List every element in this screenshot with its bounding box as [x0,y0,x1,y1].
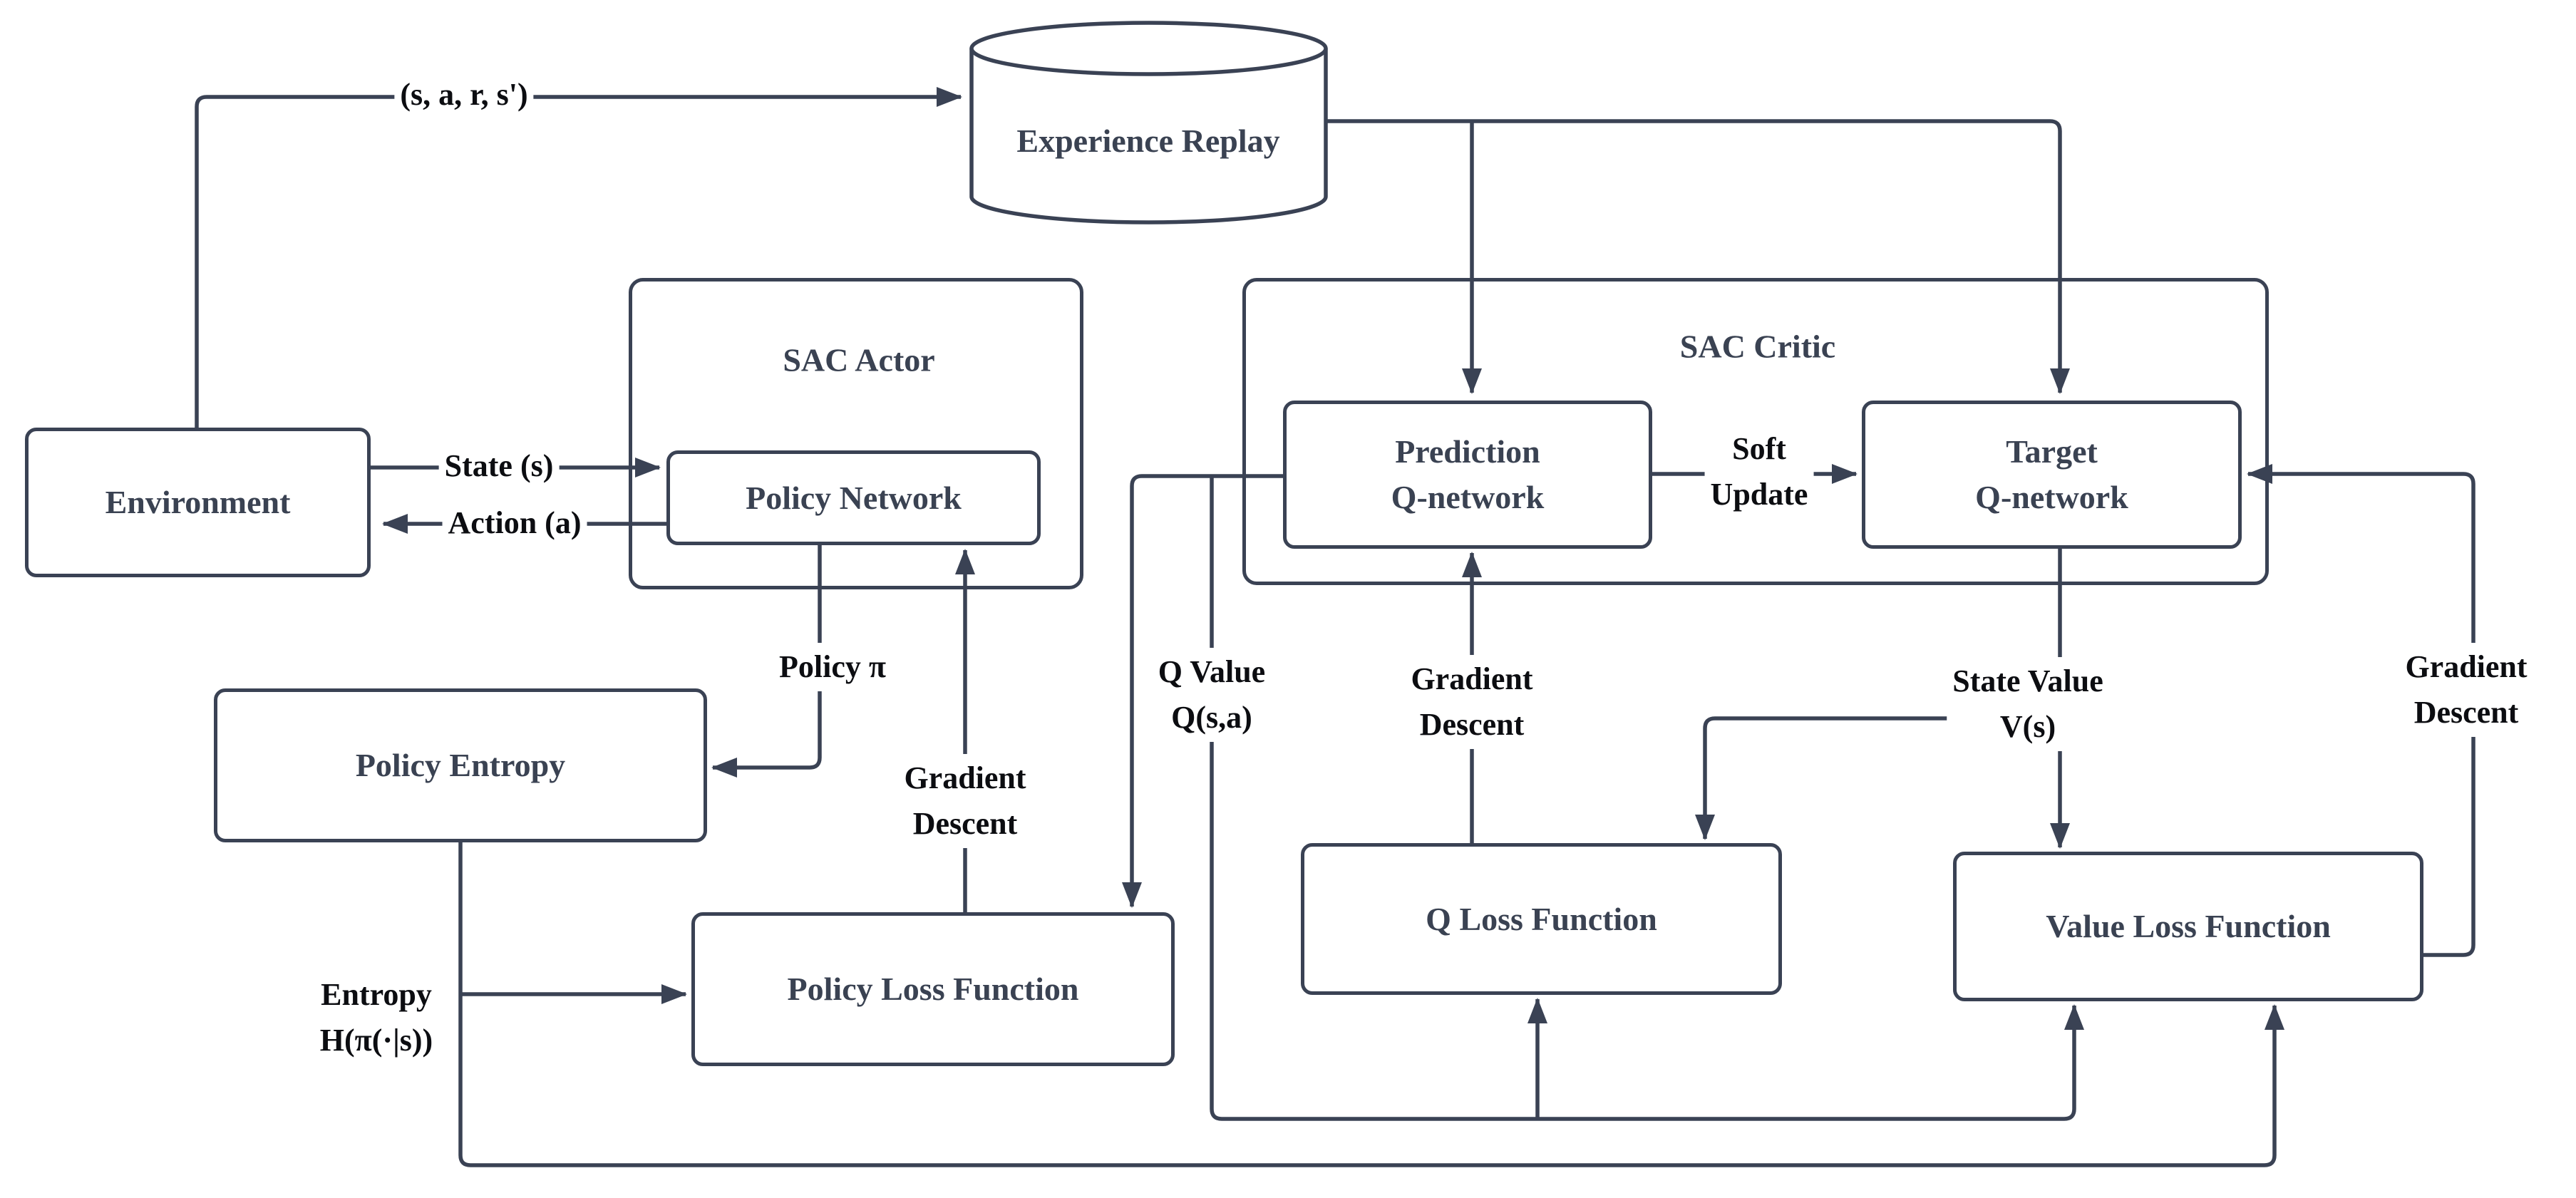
value-gd-line1: Gradient [2405,649,2528,684]
state-value-line2: V(s) [1999,709,2056,744]
actor-gd-line2: Descent [912,806,1018,841]
target-q-line2: Q-network [1975,479,2128,515]
environment-label: Environment [105,484,291,520]
soft-update-line2: Update [1710,477,1808,512]
transition-tuple-label: (s, a, r, s') [394,71,534,119]
policy-entropy-label: Policy Entropy [355,747,566,783]
sac-actor-title: SAC Actor [783,341,935,378]
value-loss-label: Value Loss Function [2046,908,2331,944]
value-loss-node: Value Loss Function [1953,852,2423,1001]
state-value-line1: State Value [1952,663,2103,698]
policy-network-node: Policy Network [666,450,1041,545]
prediction-q-line2: Q-network [1391,479,1545,515]
target-q-line1: Target [2006,433,2098,470]
experience-replay-node: Experience Replay [1016,118,1279,165]
entropy-label: Entropy H(π(·|s)) [314,971,439,1065]
action-a-label: Action (a) [442,499,587,547]
soft-update-label: Soft Update [1704,425,1814,519]
critic-gradient-descent-label: Gradient Descent [1405,655,1539,749]
entropy-line1: Entropy [321,977,432,1012]
critic-gd-line1: Gradient [1411,661,1533,696]
state-s-label: State (s) [438,442,560,490]
q-loss-node: Q Loss Function [1301,843,1782,995]
sac-critic-title: SAC Critic [1679,328,1836,365]
q-value-label: Q Value Q(s,a) [1152,648,1272,742]
value-gradient-descent-label: Gradient Descent [2399,643,2533,737]
policy-loss-node: Policy Loss Function [691,912,1175,1066]
entropy-line2: H(π(·|s)) [319,1023,433,1058]
q-loss-label: Q Loss Function [1426,900,1657,937]
prediction-q-line1: Prediction [1395,433,1540,470]
target-q-network-node: Target Q-network [1862,401,2242,549]
prediction-q-network-node: Prediction Q-network [1283,401,1652,549]
value-gd-line2: Descent [2413,695,2519,730]
q-value-line2: Q(s,a) [1171,700,1252,735]
policy-network-label: Policy Network [746,479,962,516]
state-value-label: State Value V(s) [1947,657,2109,751]
soft-update-line1: Soft [1732,431,1786,466]
policy-loss-label: Policy Loss Function [787,971,1079,1007]
policy-pi-label: Policy π [773,643,892,691]
environment-node: Environment [25,428,371,577]
experience-replay-line1: Experience [1016,123,1174,159]
experience-replay-line2: Replay [1181,123,1280,159]
critic-gd-line2: Descent [1419,707,1525,742]
actor-gradient-descent-label: Gradient Descent [898,754,1032,848]
q-value-line1: Q Value [1158,654,1266,689]
policy-entropy-node: Policy Entropy [214,688,707,842]
actor-gd-line1: Gradient [904,760,1026,795]
